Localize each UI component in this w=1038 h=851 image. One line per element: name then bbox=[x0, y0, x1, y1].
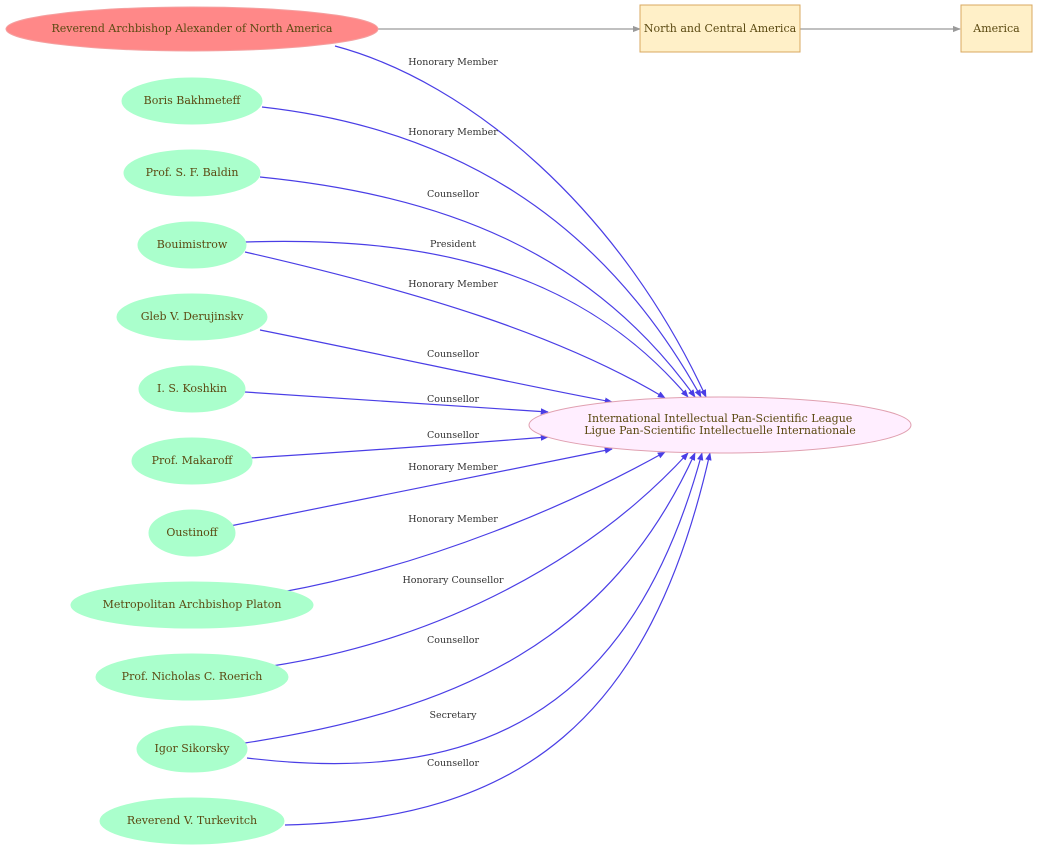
region-node-north-central-america[interactable]: North and Central America bbox=[639, 4, 801, 53]
person-node-shape bbox=[99, 797, 285, 845]
person-node-oustinoff[interactable]: Oustinoff bbox=[148, 509, 236, 557]
organization-node-shape bbox=[528, 396, 912, 454]
person-node-label: Prof. S. F. Baldin bbox=[146, 166, 239, 179]
person-node-shape bbox=[148, 509, 236, 557]
edge-bakhmeteff bbox=[261, 106, 702, 398]
person-node-sikorsky[interactable]: Igor Sikorsky bbox=[136, 725, 248, 773]
edge-label: Secretary bbox=[429, 710, 477, 721]
person-node-label: Boris Bakhmeteff bbox=[144, 94, 242, 107]
person-node-platon[interactable]: Metropolitan Archbishop Platon bbox=[70, 581, 314, 629]
edge-label: Counsellor bbox=[427, 189, 480, 200]
person-node-shape bbox=[123, 149, 261, 197]
edge-derujinskv bbox=[259, 329, 613, 404]
person-node-shape bbox=[131, 437, 253, 485]
person-node-label: Metropolitan Archbishop Platon bbox=[103, 598, 282, 611]
person-node-makaroff[interactable]: Prof. Makaroff bbox=[131, 437, 253, 485]
edge-bouimistrow-honorary bbox=[244, 251, 666, 399]
person-nodes: Boris Bakhmeteff Prof. S. F. Baldin Boui… bbox=[70, 77, 314, 845]
region-node-america[interactable]: America bbox=[960, 4, 1033, 53]
edge-baldin bbox=[259, 176, 696, 398]
person-node-label: Prof. Makaroff bbox=[152, 454, 234, 467]
person-node-derujinskv[interactable]: Gleb V. Derujinskv bbox=[116, 293, 268, 341]
edge-label: Counsellor bbox=[427, 394, 480, 405]
person-node-shape bbox=[136, 725, 248, 773]
person-node-bakhmeteff[interactable]: Boris Bakhmeteff bbox=[121, 77, 263, 125]
person-node-baldin[interactable]: Prof. S. F. Baldin bbox=[123, 149, 261, 197]
person-node-shape bbox=[95, 653, 289, 701]
edge-platon bbox=[281, 451, 666, 593]
person-node-label: Bouimistrow bbox=[157, 238, 228, 251]
root-node-shape bbox=[5, 6, 379, 52]
edge-makaroff bbox=[249, 434, 549, 459]
person-node-label: I. S. Koshkin bbox=[157, 382, 227, 395]
edge-label: Honorary Member bbox=[408, 127, 498, 138]
region-node-label: America bbox=[972, 22, 1020, 35]
edge-oustinoff bbox=[229, 447, 613, 527]
membership-edges bbox=[229, 45, 712, 826]
edge-label: President bbox=[430, 239, 476, 250]
region-node-shape bbox=[960, 4, 1033, 53]
edge-label: Counsellor bbox=[427, 758, 480, 769]
person-node-shape bbox=[138, 365, 246, 413]
person-node-label: Igor Sikorsky bbox=[155, 742, 231, 755]
edge-label: Honorary Member bbox=[408, 279, 498, 290]
edge-sikorsky-counsellor bbox=[244, 452, 696, 744]
organization-node[interactable]: International Intellectual Pan-Scientifi… bbox=[528, 396, 912, 454]
person-node-shape bbox=[116, 293, 268, 341]
edge-roerich bbox=[271, 452, 689, 667]
person-node-label: Prof. Nicholas C. Roerich bbox=[122, 670, 263, 683]
person-node-turkevitch[interactable]: Reverend V. Turkevitch bbox=[99, 797, 285, 845]
root-node-label: Reverend Archbishop Alexander of North A… bbox=[51, 22, 332, 35]
edge-koshkin bbox=[244, 391, 549, 415]
edge-labels: Honorary Member Honorary Member Counsell… bbox=[402, 57, 503, 769]
root-node[interactable]: Reverend Archbishop Alexander of North A… bbox=[5, 6, 379, 52]
edge-label: Honorary Member bbox=[408, 57, 498, 68]
person-node-shape bbox=[121, 77, 263, 125]
edge-label: Honorary Member bbox=[408, 462, 498, 473]
edge-label: Honorary Counsellor bbox=[402, 575, 503, 586]
organization-name-line2: Ligue Pan-Scientific Intellectuelle Inte… bbox=[584, 424, 856, 437]
person-node-shape bbox=[70, 581, 314, 629]
edge-label: Counsellor bbox=[427, 635, 480, 646]
region-node-shape bbox=[639, 4, 801, 53]
edge-label: Counsellor bbox=[427, 349, 480, 360]
edge-label: Counsellor bbox=[427, 430, 480, 441]
person-node-shape bbox=[137, 221, 247, 269]
edge-sikorsky-secretary bbox=[246, 452, 704, 765]
person-node-roerich[interactable]: Prof. Nicholas C. Roerich bbox=[95, 653, 289, 701]
person-node-label: Reverend V. Turkevitch bbox=[127, 814, 257, 827]
edge-bouimistrow-president bbox=[244, 240, 689, 398]
edge-alexander bbox=[334, 45, 707, 398]
edge-turkevitch bbox=[284, 452, 712, 826]
person-node-label: Gleb V. Derujinskv bbox=[141, 310, 244, 323]
person-node-label: Oustinoff bbox=[166, 526, 218, 539]
person-node-koshkin[interactable]: I. S. Koshkin bbox=[138, 365, 246, 413]
edge-label: Honorary Member bbox=[408, 514, 498, 525]
organization-name-line1: International Intellectual Pan-Scientifi… bbox=[588, 412, 853, 425]
person-node-bouimistrow[interactable]: Bouimistrow bbox=[137, 221, 247, 269]
region-node-label: North and Central America bbox=[644, 22, 797, 35]
